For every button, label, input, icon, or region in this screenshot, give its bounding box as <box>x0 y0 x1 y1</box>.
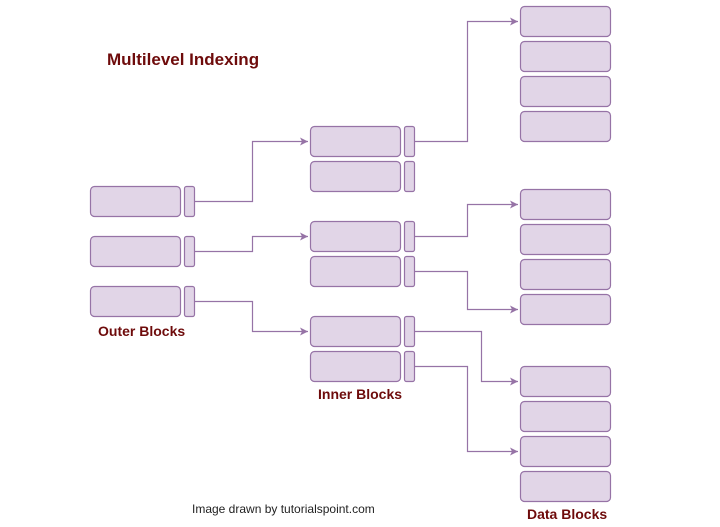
diagram-title: Multilevel Indexing <box>107 50 260 69</box>
data-blocks-label: Data Blocks <box>527 506 608 522</box>
inner-to-data-arrow <box>415 200 518 238</box>
inner-block-pointer <box>403 220 416 253</box>
outer-blocks <box>89 185 196 318</box>
inner-block <box>309 125 402 158</box>
data-block <box>519 110 612 143</box>
outer-block-pointer <box>183 285 196 318</box>
outer-block <box>89 285 182 318</box>
outer-to-inner-arrow <box>195 137 308 203</box>
outer-block-pointer <box>183 235 196 268</box>
inner-block-pointer <box>403 160 416 193</box>
data-block <box>519 40 612 73</box>
inner-to-data-arrow <box>415 365 518 456</box>
inner-block-pointer <box>403 255 416 288</box>
outer-block <box>89 185 182 218</box>
data-block <box>519 365 612 398</box>
connectors <box>195 17 518 456</box>
data-block <box>519 435 612 468</box>
inner-block <box>309 255 402 288</box>
image-credit: Image drawn by tutorialspoint.com <box>192 502 375 516</box>
data-block <box>519 470 612 503</box>
inner-to-data-arrow <box>415 17 518 143</box>
inner-block <box>309 350 402 383</box>
inner-block <box>309 315 402 348</box>
inner-block-pointer <box>403 125 416 158</box>
inner-blocks <box>309 125 416 383</box>
inner-block-pointer <box>403 315 416 348</box>
outer-block <box>89 235 182 268</box>
data-block <box>519 293 612 326</box>
inner-block-pointer <box>403 350 416 383</box>
outer-blocks-label: Outer Blocks <box>98 323 186 339</box>
outer-block-pointer <box>183 185 196 218</box>
inner-block <box>309 160 402 193</box>
outer-to-inner-arrow <box>195 232 308 253</box>
inner-to-data-arrow <box>415 270 518 314</box>
data-block <box>519 258 612 291</box>
data-block <box>519 223 612 256</box>
data-block <box>519 400 612 433</box>
data-block <box>519 75 612 108</box>
data-block <box>519 5 612 38</box>
inner-to-data-arrow <box>415 330 518 386</box>
inner-block <box>309 220 402 253</box>
inner-blocks-label: Inner Blocks <box>318 386 403 402</box>
data-block <box>519 188 612 221</box>
outer-to-inner-arrow <box>195 300 308 336</box>
data-blocks <box>519 5 612 503</box>
